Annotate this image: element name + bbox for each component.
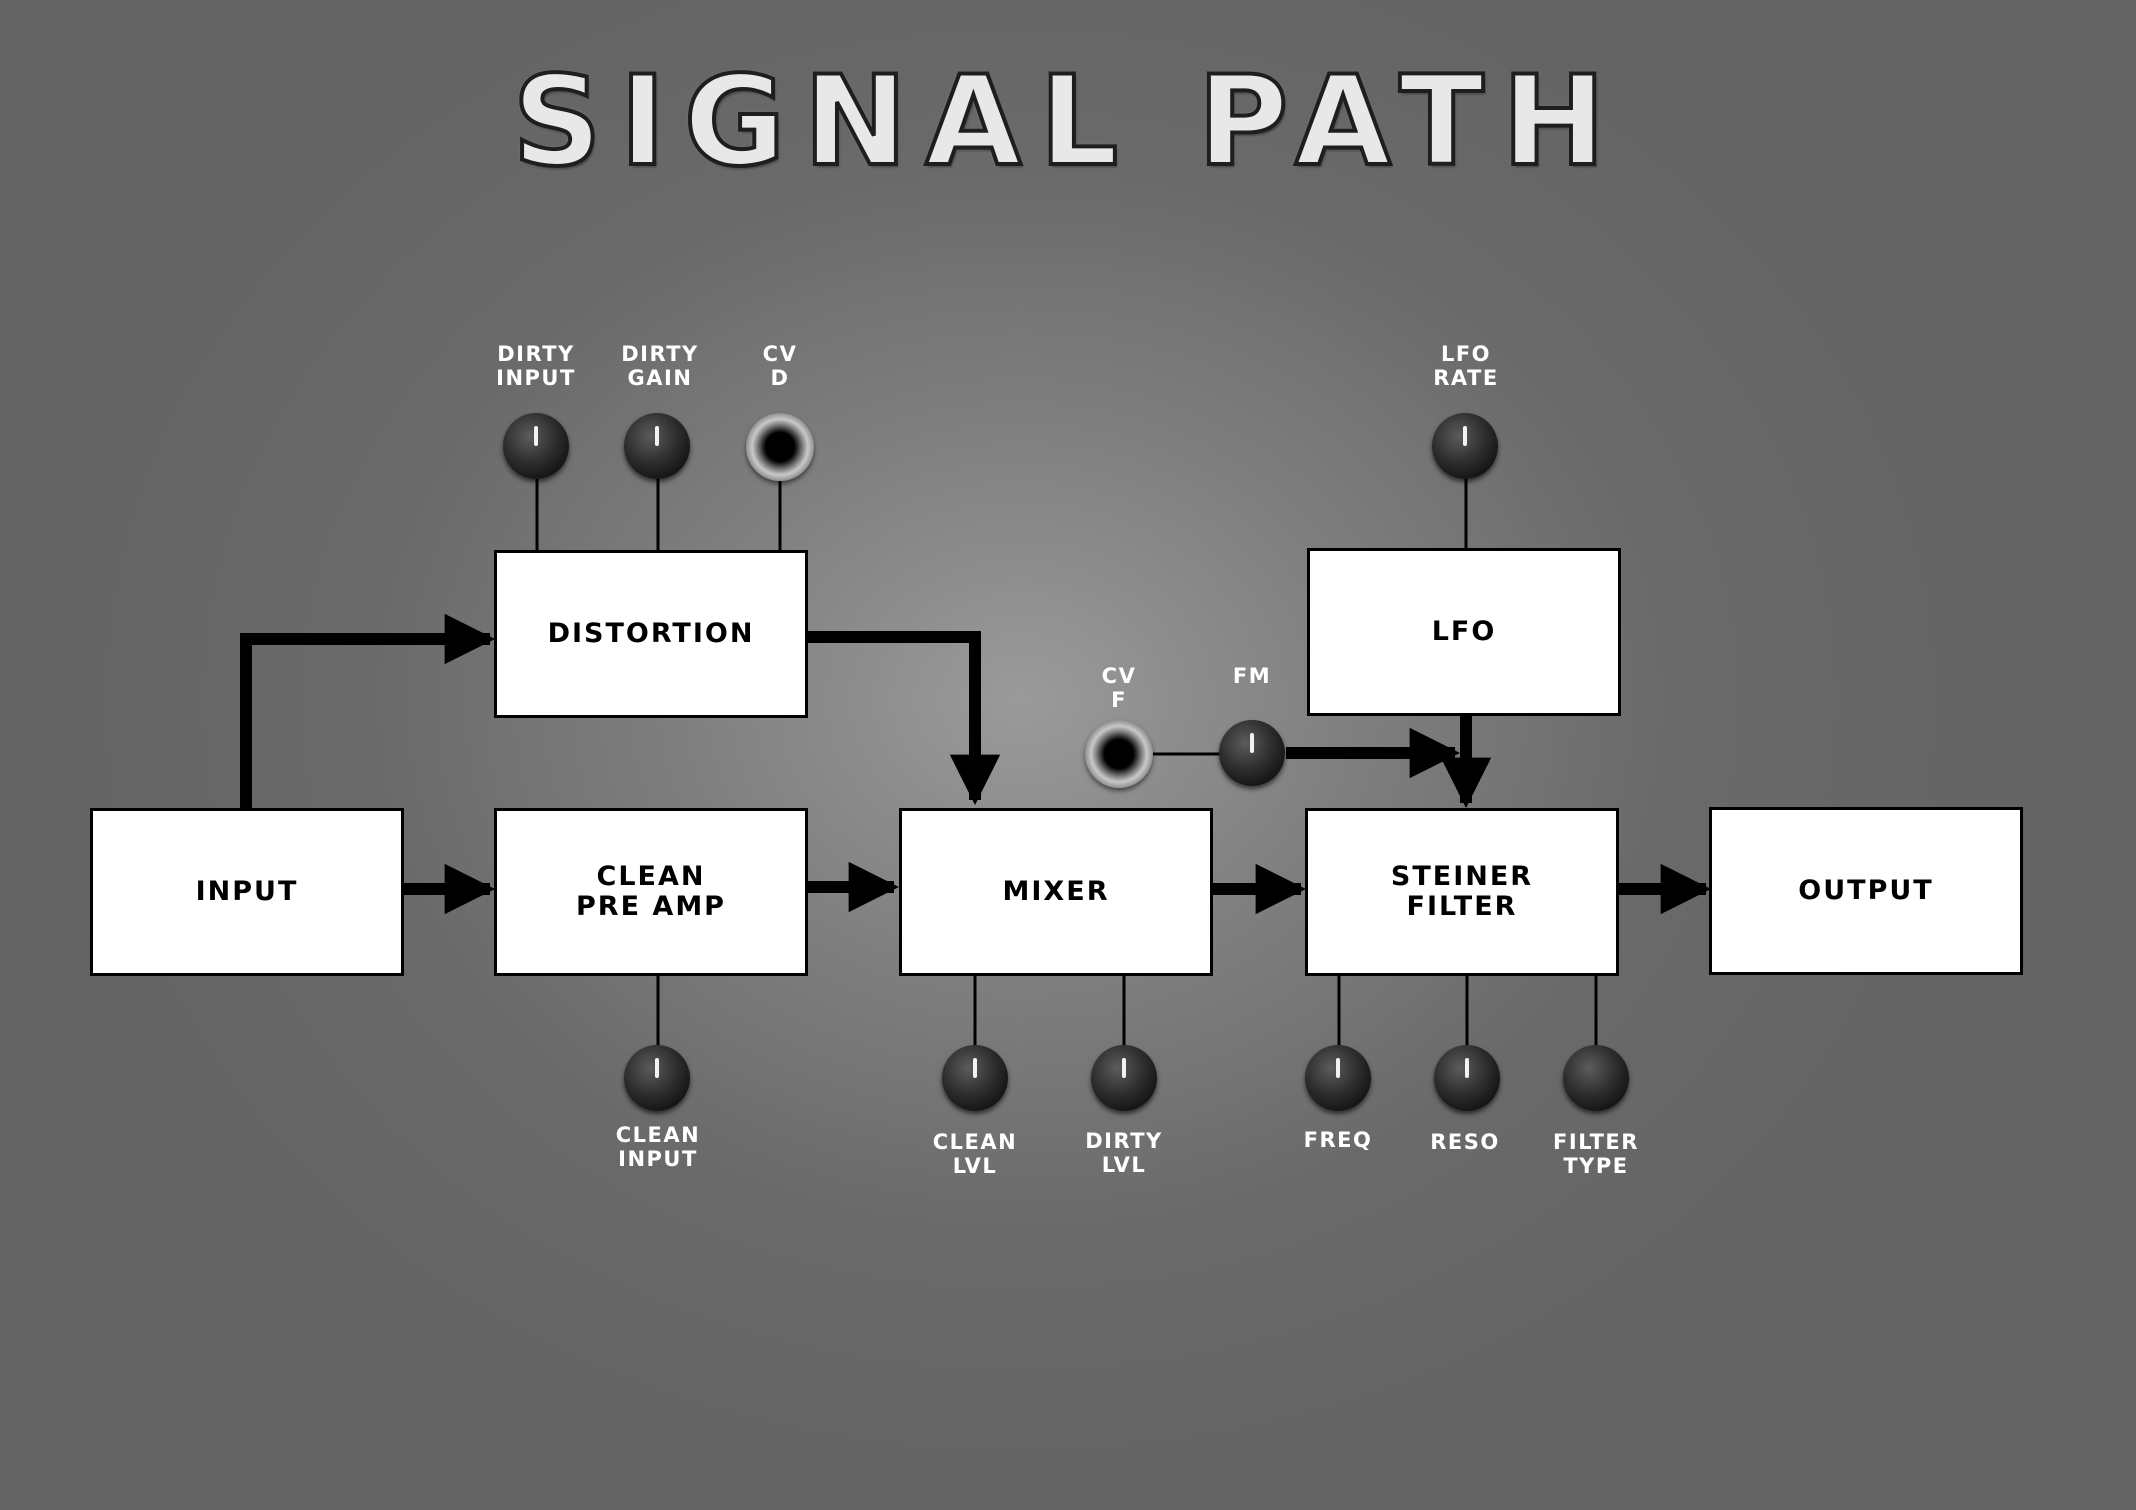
cv-d-label: CV D: [762, 342, 798, 390]
freq-label: FREQ: [1303, 1128, 1373, 1152]
cv-d-jack-icon[interactable]: [746, 413, 814, 481]
knob-indicator: [1122, 1058, 1126, 1078]
filter-type-label: FILTER TYPE: [1553, 1130, 1639, 1178]
dirty-gain-label: DIRTY GAIN: [621, 342, 699, 390]
dirty-input-label: DIRTY INPUT: [496, 342, 576, 390]
lfo-rate-knob[interactable]: [1432, 413, 1498, 479]
clean-lvl-label: CLEAN LVL: [932, 1130, 1018, 1178]
clean-input-knob[interactable]: [624, 1045, 690, 1111]
lfo-rate-label: LFO RATE: [1433, 342, 1499, 390]
filter-type-knob[interactable]: [1563, 1045, 1629, 1111]
knob-indicator: [1463, 426, 1467, 446]
diagram-title: SIGNAL PATH: [510, 50, 1624, 194]
input-block: INPUT: [90, 808, 404, 976]
dirty-lvl-knob[interactable]: [1091, 1045, 1157, 1111]
knob-indicator: [1465, 1058, 1469, 1078]
clean-input-label: CLEAN INPUT: [615, 1123, 701, 1171]
freq-knob[interactable]: [1305, 1045, 1371, 1111]
knob-indicator: [1336, 1058, 1340, 1078]
knob-indicator: [655, 426, 659, 446]
dirty-input-knob[interactable]: [503, 413, 569, 479]
arrow-distortion-to-mixer: [806, 631, 1001, 806]
clean-lvl-knob[interactable]: [942, 1045, 1008, 1111]
distortion-block: DISTORTION: [494, 550, 808, 718]
arrow-input-to-distortion: [240, 613, 496, 808]
lfo-block: LFO: [1307, 548, 1621, 716]
dirty-gain-knob[interactable]: [624, 413, 690, 479]
mixer-block: MIXER: [899, 808, 1213, 976]
knob-indicator: [655, 1058, 659, 1078]
knob-indicator: [973, 1058, 977, 1078]
reso-knob[interactable]: [1434, 1045, 1500, 1111]
cv-f-label: CV F: [1101, 664, 1137, 712]
output-block: OUTPUT: [1709, 807, 2023, 975]
dirty-lvl-label: DIRTY LVL: [1085, 1129, 1163, 1177]
fm-knob[interactable]: [1219, 720, 1285, 786]
fm-label: FM: [1232, 664, 1272, 688]
reso-label: RESO: [1430, 1130, 1500, 1154]
clean-pre-amp-block: CLEAN PRE AMP: [494, 808, 808, 976]
steiner-filter-block: STEINER FILTER: [1305, 808, 1619, 976]
knob-indicator: [534, 426, 538, 446]
cv-f-jack-icon[interactable]: [1085, 720, 1153, 788]
knob-indicator: [1250, 733, 1254, 753]
